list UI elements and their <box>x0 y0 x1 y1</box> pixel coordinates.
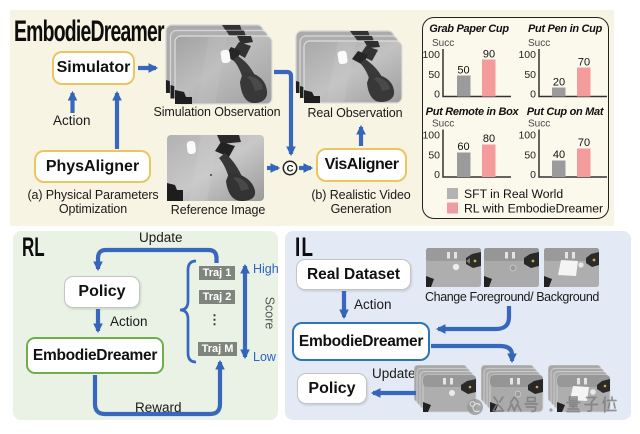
svg-text:20: 20 <box>553 77 565 89</box>
svg-text:100: 100 <box>422 49 440 61</box>
svg-text:50: 50 <box>457 65 469 77</box>
svg-text:100: 100 <box>518 49 536 61</box>
svg-text:100: 100 <box>422 130 440 142</box>
svg-text:Put Pen in Cup: Put Pen in Cup <box>528 23 603 35</box>
svg-text:Succ: Succ <box>528 119 550 130</box>
svg-text:100: 100 <box>518 130 536 142</box>
svg-text:40: 40 <box>553 149 565 161</box>
svg-text:0: 0 <box>530 169 536 181</box>
svg-text:80: 80 <box>483 133 495 145</box>
svg-text:RL with EmbodieDreamer: RL with EmbodieDreamer <box>464 202 603 216</box>
svg-text:SFT in Real World: SFT in Real World <box>464 187 563 201</box>
svg-text:50: 50 <box>428 150 440 162</box>
svg-text:Succ: Succ <box>432 38 454 49</box>
svg-text:0: 0 <box>434 89 440 101</box>
svg-text:0: 0 <box>434 169 440 181</box>
svg-text:90: 90 <box>483 49 495 61</box>
svg-text:70: 70 <box>578 137 590 149</box>
svg-text:0: 0 <box>530 89 536 101</box>
svg-text:Grab Paper Cup: Grab Paper Cup <box>429 23 509 35</box>
svg-text:50: 50 <box>428 69 440 81</box>
svg-text:70: 70 <box>578 57 590 69</box>
svg-text:50: 50 <box>524 150 536 162</box>
svg-text:60: 60 <box>457 141 469 153</box>
svg-text:Score: Score <box>263 297 277 330</box>
svg-text:Put Cup on Mat: Put Cup on Mat <box>527 106 605 118</box>
svg-text:Succ: Succ <box>528 38 550 49</box>
svg-text:50: 50 <box>524 69 536 81</box>
svg-text:Put Remote in Box: Put Remote in Box <box>426 106 520 118</box>
svg-text:Succ: Succ <box>432 119 454 130</box>
svg-text:C: C <box>287 164 294 175</box>
